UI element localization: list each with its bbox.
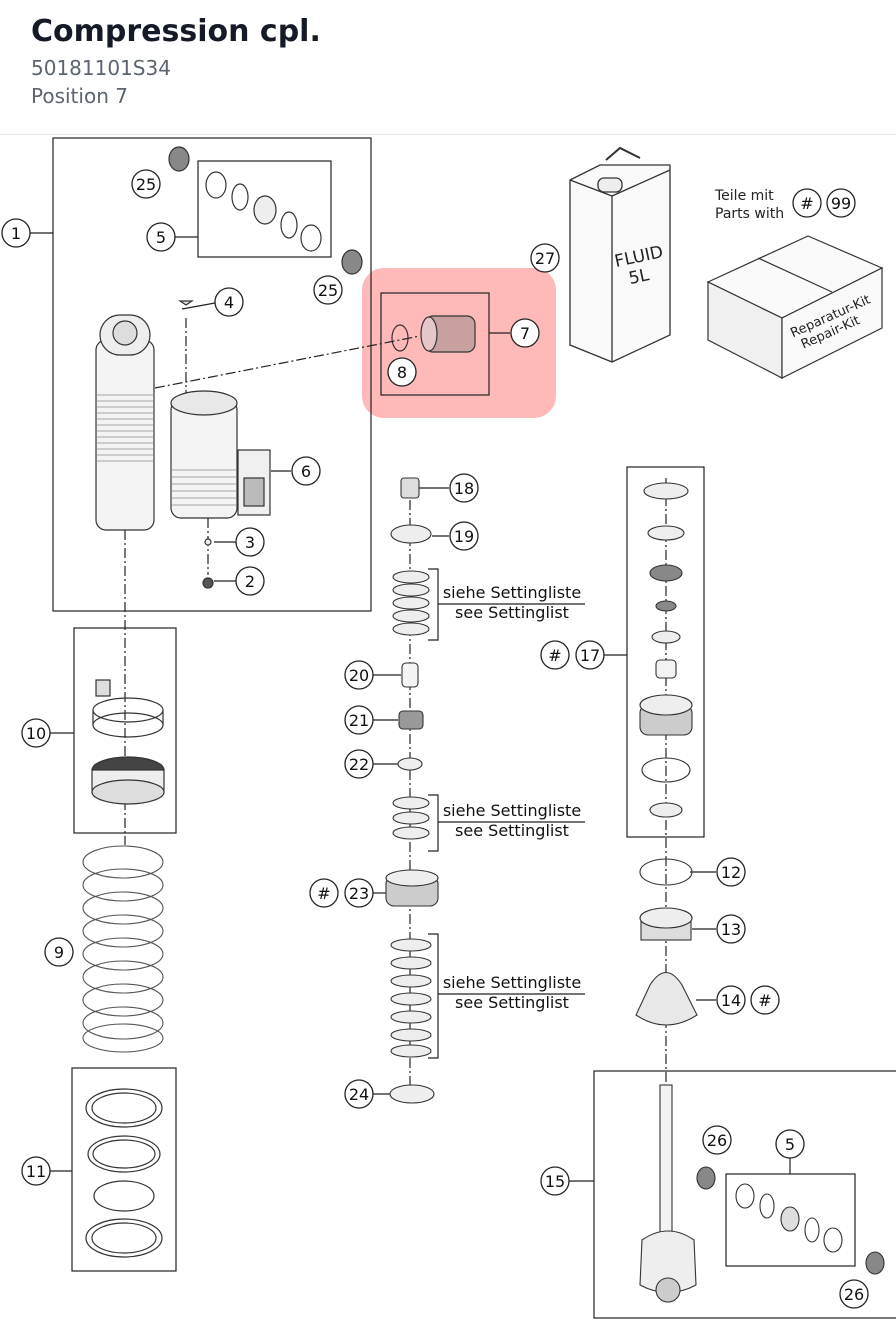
leader-4 [181,302,216,310]
setting-label-de-2: siehe Settingliste [443,801,581,820]
callout-15: 15 [545,1172,565,1191]
seal-parts-illustration [168,146,363,275]
setting-label-de-3: siehe Settingliste [443,973,581,992]
setting-label-en-1: see Settinglist [455,603,569,622]
kit-note-de: Teile mit [714,188,774,204]
shock-absorber-illustration [95,300,271,589]
callout-hash-top: # [800,194,813,213]
valve-stack-illustration [385,477,439,1104]
callout-14: 14 [721,991,741,1010]
callout-21: 21 [349,711,369,730]
fluid-volume: 5L [627,265,652,289]
page-header: Compression cpl. 50181101S34 Position 7 [0,0,896,135]
callout-circles [1,169,869,1309]
callout-8: 8 [397,363,407,382]
callout-hash-17: # [548,646,561,665]
callout-27: 27 [535,249,555,268]
page-title: Compression cpl. [31,14,321,49]
part-number: 50181101S34 [31,56,171,80]
callout-25-top: 25 [136,175,156,194]
setting-bracket-2 [428,794,585,852]
callout-22: 22 [349,755,369,774]
callout-26-bottom: 26 [844,1285,864,1304]
callout-17: 17 [580,646,600,665]
callout-9: 9 [54,943,64,962]
callout-25-mid: 25 [318,281,338,300]
position-label: Position 7 [31,84,128,108]
spring-illustration [82,845,164,1053]
spring-retainer-illustration [91,679,165,805]
setting-bracket-1 [428,568,585,641]
setting-bracket-3 [428,933,585,1059]
callout-5-bottom: 5 [785,1135,795,1154]
callout-99: 99 [831,194,851,213]
callout-24: 24 [349,1085,369,1104]
fluid-can-illustration: FLUID 5L [569,146,671,363]
group-frame-1 [52,137,372,612]
group-frame-15 [593,1070,896,1319]
kit-note-en: Parts with [715,206,784,222]
callout-23: 23 [349,884,369,903]
callout-hash-23: # [317,884,330,903]
repair-kit-box-illustration: Reparatur-Kit Repair-Kit [706,235,884,379]
callout-26-top: 26 [707,1131,727,1150]
callout-19: 19 [454,527,474,546]
callout-18: 18 [454,479,474,498]
setting-label-en-2: see Settinglist [455,821,569,840]
callout-5-top: 5 [156,228,166,247]
callout-13: 13 [721,920,741,939]
callout-7: 7 [520,324,530,343]
callout-4: 4 [224,293,234,312]
diagram-canvas: FLUID 5L Reparatur-Kit Repair-Kit Teile … [1,137,896,1319]
callout-12: 12 [721,863,741,882]
group-frame-17 [626,466,705,838]
exploded-parts-diagram: FLUID 5L Reparatur-Kit Repair-Kit Teile … [0,134,896,1335]
group-frame-11 [71,1067,177,1272]
callout-3: 3 [245,533,255,552]
callout-10: 10 [26,724,46,743]
compression-adjuster-illustration [391,315,476,353]
washers-illustration [85,1088,163,1258]
callout-2: 2 [245,572,255,591]
callout-1: 1 [11,224,21,243]
group-frame-5-top [197,160,332,258]
piston-rod-components-illustration [635,482,885,1303]
callout-hash-14: # [758,991,771,1010]
callout-11: 11 [26,1162,46,1181]
setting-label-en-3: see Settinglist [455,993,569,1012]
callout-20: 20 [349,666,369,685]
setting-label-de-1: siehe Settingliste [443,583,581,602]
callout-6: 6 [301,462,311,481]
